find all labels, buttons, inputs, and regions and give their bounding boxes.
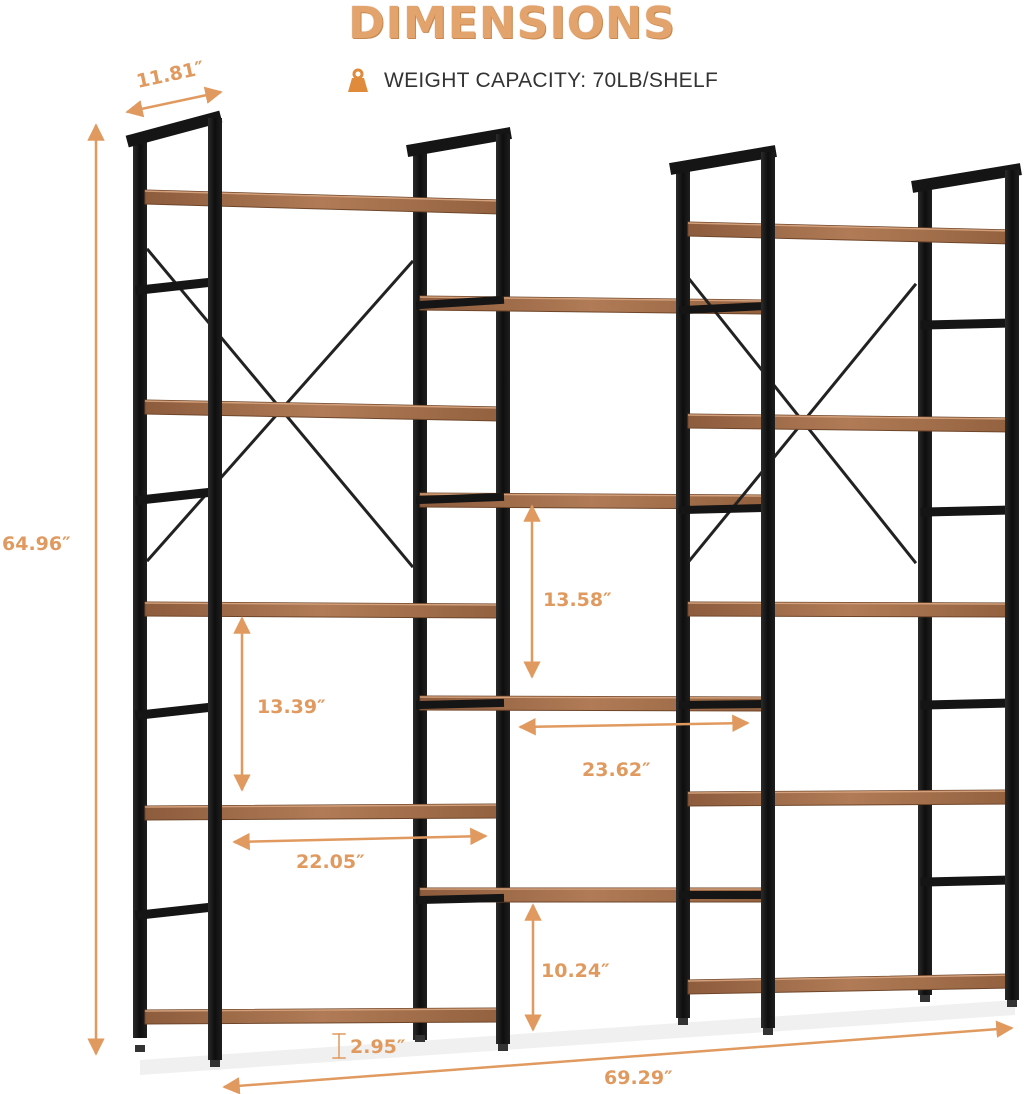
left-side-rung [135, 702, 218, 720]
right-side-rung [920, 505, 1017, 517]
total-width-label: 69.29″ [604, 1067, 673, 1089]
leveling-foot [678, 1018, 688, 1025]
middle-shelf-width-arrow [518, 714, 750, 736]
right-side-rung [920, 698, 1017, 710]
floor-clearance-label: 2.95″ [350, 1036, 406, 1058]
middle-shelf-gap-label: 13.58″ [543, 589, 612, 611]
left-shelf-board [144, 189, 501, 215]
bottom-shelf-gap-label: 10.24″ [541, 960, 610, 982]
right-inner-rung [678, 301, 770, 315]
right-inner-front-post [761, 152, 775, 1028]
page-title: DIMENSIONS [348, 0, 676, 49]
total-width-arrow [222, 1020, 1014, 1094]
right-inner-back-post [676, 165, 690, 1018]
left-inner-front-post [496, 134, 510, 1044]
depth-arrow [125, 86, 223, 118]
leveling-foot [498, 1044, 508, 1051]
right-shelf-board [687, 221, 1013, 245]
left-side-rung [135, 277, 218, 295]
right-side-rung [920, 318, 1017, 330]
right-side-rung [920, 875, 1017, 887]
right-top-frame [911, 163, 1022, 193]
leveling-foot [210, 1060, 220, 1067]
middle-side-rung [415, 893, 505, 905]
weight-capacity-text: WEIGHT CAPACITY: 70LB/SHELF [384, 69, 719, 92]
leveling-foot [920, 995, 930, 1002]
left-shelf-board [144, 399, 501, 422]
left-side-rung [135, 902, 218, 920]
side-shelf-width-arrow [232, 827, 488, 851]
right-inner-rung [678, 503, 770, 515]
leveling-foot [1007, 1000, 1017, 1007]
left-back-post [133, 135, 147, 1038]
middle-shelf-width-label: 23.62″ [582, 759, 651, 781]
side-shelf-width-label: 22.05″ [296, 851, 365, 873]
left-side-rung [135, 487, 218, 505]
side-shelf-gap-label: 13.39″ [257, 696, 326, 718]
leveling-foot [135, 1045, 145, 1052]
weight-capacity-note: WEIGHT CAPACITY: 70LB/SHELF [344, 66, 718, 96]
leveling-foot [763, 1028, 773, 1035]
right-inner-rung [678, 699, 770, 710]
height-label: 64.96″ [2, 533, 71, 555]
left-front-post [208, 118, 222, 1060]
left-top-frame [125, 110, 223, 148]
left-inner-back-post [413, 148, 427, 1040]
leveling-foot [415, 1035, 425, 1042]
weight-icon [348, 68, 368, 92]
right-inner-top-frame [669, 145, 777, 175]
middle-side-rung [415, 295, 505, 310]
right-back-post [918, 185, 932, 995]
right-front-post [1005, 170, 1019, 1000]
middle-side-rung [415, 698, 505, 710]
right-shelf-board [687, 973, 1013, 995]
middle-side-rung [415, 492, 505, 505]
left-inner-top-frame [406, 127, 512, 157]
